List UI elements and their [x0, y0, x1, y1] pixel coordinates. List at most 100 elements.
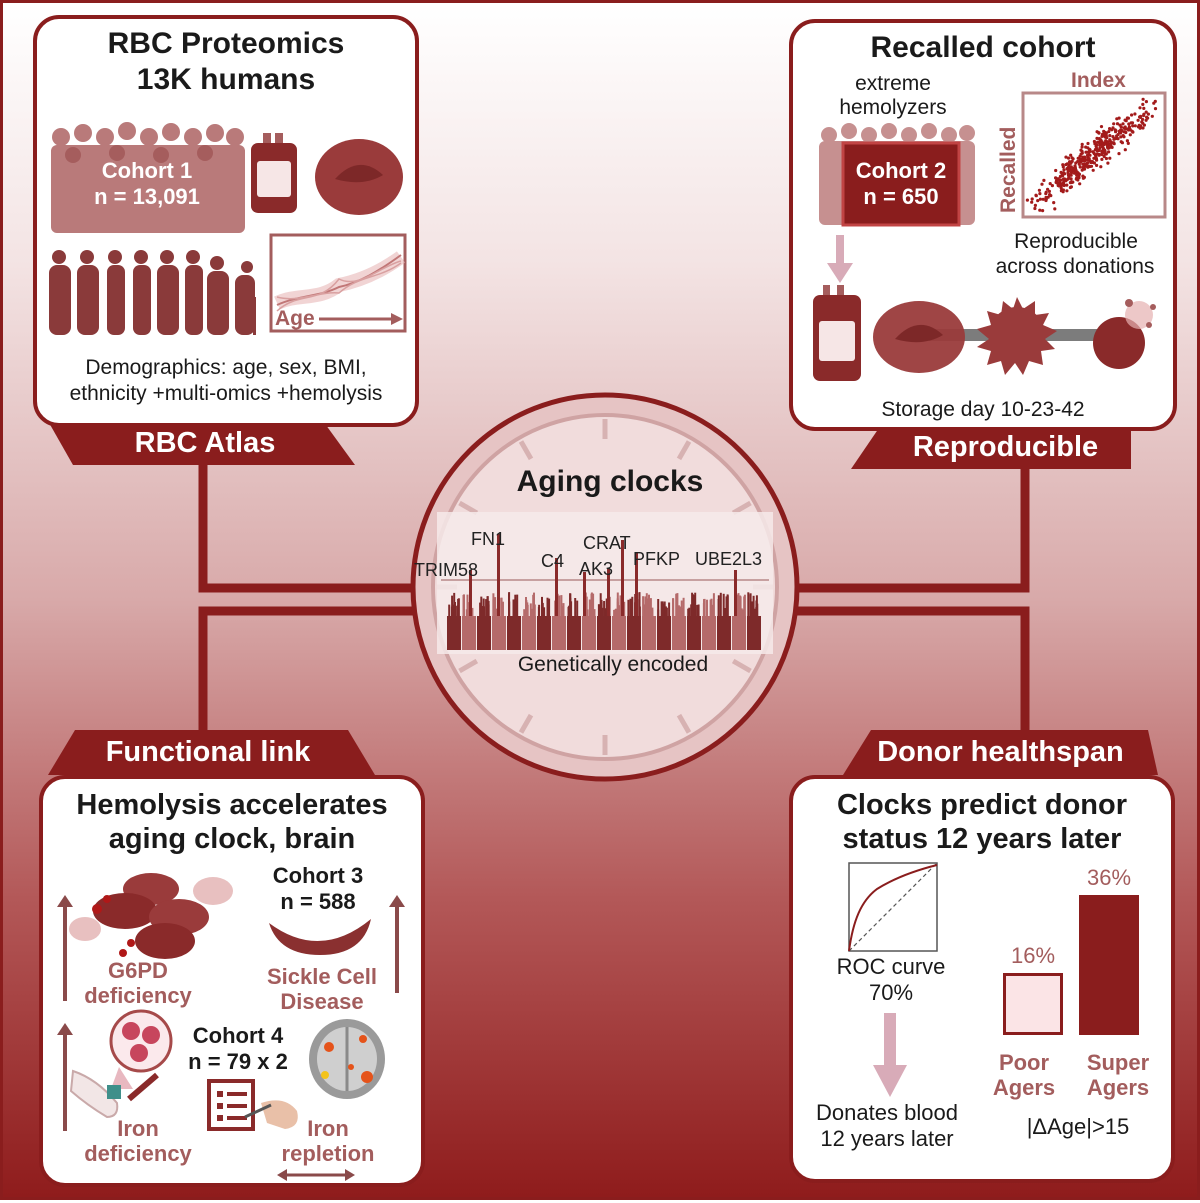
iron-repletion-line1: Iron [307, 1116, 349, 1141]
scatter-point [1090, 160, 1094, 164]
scatter-point [1095, 130, 1099, 134]
scatter-point [1153, 107, 1158, 111]
manhattan-point [558, 595, 561, 616]
scatter-point [1041, 209, 1045, 213]
scatter-point [1144, 110, 1148, 114]
iron-deficiency-line2: deficiency [84, 1141, 192, 1166]
manhattan-point [690, 604, 693, 616]
scatter-point [1119, 135, 1123, 139]
manhattan-point [526, 602, 529, 616]
manhattan-peak [734, 570, 737, 616]
panel-recalled-cohort: Recalled cohort extreme hemolyzers Cohor… [789, 19, 1177, 431]
storage-sequence-illustration [813, 285, 1156, 381]
scatter-point [1062, 168, 1066, 172]
bar-value-label: 36% [1086, 864, 1132, 890]
manhattan-point [740, 608, 743, 616]
manhattan-chromosome-band [627, 616, 641, 650]
genetically-encoded: Genetically encoded [517, 653, 709, 676]
manhattan-peak [621, 540, 624, 616]
scatter-point [1074, 177, 1078, 181]
scatter-point [1088, 153, 1092, 157]
manhattan-point [452, 604, 455, 616]
scatter-point [1044, 195, 1048, 200]
scatter-x-label: Index [1071, 69, 1126, 92]
scatter-point [1055, 181, 1059, 185]
manhattan-point [481, 606, 484, 616]
scatter-point [1122, 126, 1126, 130]
people-age-silhouettes [49, 250, 256, 335]
scatter-point [1141, 126, 1145, 130]
scatter-point [1040, 182, 1044, 186]
manhattan-point [562, 603, 565, 616]
g6pd-line2: deficiency [84, 983, 192, 1008]
scatter-point [1049, 194, 1053, 198]
scatter-point [1038, 208, 1042, 212]
gene-label-trim58: TRIM58 [414, 560, 479, 580]
clock-tick [731, 658, 752, 674]
manhattan-chromosome-band [537, 616, 551, 650]
scatter-point [1113, 137, 1117, 141]
gene-label-fn1: FN1 [471, 529, 506, 549]
donates-line1: Donates blood [816, 1100, 958, 1125]
scatter-point [1069, 153, 1073, 157]
manhattan-point [709, 599, 712, 616]
manhattan-point [466, 594, 469, 616]
manhattan-point [725, 596, 728, 616]
banner-rbc-atlas: RBC Atlas [134, 427, 276, 459]
scatter-point [1058, 174, 1062, 179]
scatter-point [1117, 116, 1121, 120]
scatter-point [1137, 123, 1141, 127]
manhattan-peak [583, 572, 586, 616]
manhattan-point [706, 599, 708, 616]
scatter-point [1078, 182, 1082, 186]
manhattan-point [642, 596, 645, 616]
banner-donor-healthspan: Donor healthspan [877, 736, 1124, 768]
scatter-point [1066, 156, 1071, 160]
banner-functional-link: Functional link [105, 736, 311, 768]
scatter-point [1066, 165, 1071, 169]
manhattan-point [487, 600, 490, 616]
banner-reproducible: Reproducible [912, 431, 1099, 463]
manhattan-point [508, 593, 510, 616]
manhattan-point [703, 600, 706, 616]
scatter-point [1061, 188, 1065, 192]
brain-mri-icon [309, 1019, 385, 1099]
manhattan-point [592, 593, 595, 616]
scatter-point [1116, 137, 1120, 141]
manhattan-chromosome-band [447, 616, 461, 650]
scatter-point [1144, 100, 1148, 104]
scatter-point [1141, 117, 1145, 121]
up-arrow-sickle-icon [389, 895, 405, 993]
manhattan-point [651, 607, 654, 616]
manhattan-peak [555, 558, 558, 616]
manhattan-point [456, 605, 459, 616]
manhattan-point [574, 598, 577, 616]
reproducible-line1: Reproducible [1014, 230, 1138, 253]
scatter-point [1059, 186, 1063, 190]
manhattan-peak [469, 570, 472, 616]
scatter-point [1099, 165, 1103, 169]
manhattan-chromosome-band [507, 616, 521, 650]
scatter-point [1102, 154, 1106, 159]
manhattan-point [648, 594, 650, 616]
scatter-point [1037, 188, 1041, 192]
manhattan-point [533, 604, 536, 616]
manhattan-point [679, 609, 682, 616]
manhattan-point [752, 595, 755, 616]
scatter-point [1095, 152, 1099, 156]
manhattan-point [696, 604, 699, 616]
hemolysis-title-line1: Hemolysis accelerates [76, 789, 388, 821]
scatter-point [1081, 176, 1085, 180]
clock-tick [458, 500, 479, 516]
scatter-point [1144, 118, 1148, 122]
scatter-point [1141, 97, 1145, 101]
scatter-point [1107, 150, 1111, 154]
manhattan-chromosome-band [582, 616, 596, 650]
scatter-point [1071, 180, 1075, 184]
manhattan-chromosome-band [567, 616, 581, 650]
scatter-point [1111, 135, 1115, 139]
scatter-point [1030, 197, 1034, 201]
manhattan-point [479, 602, 482, 616]
manhattan-chromosome-band [597, 616, 611, 650]
